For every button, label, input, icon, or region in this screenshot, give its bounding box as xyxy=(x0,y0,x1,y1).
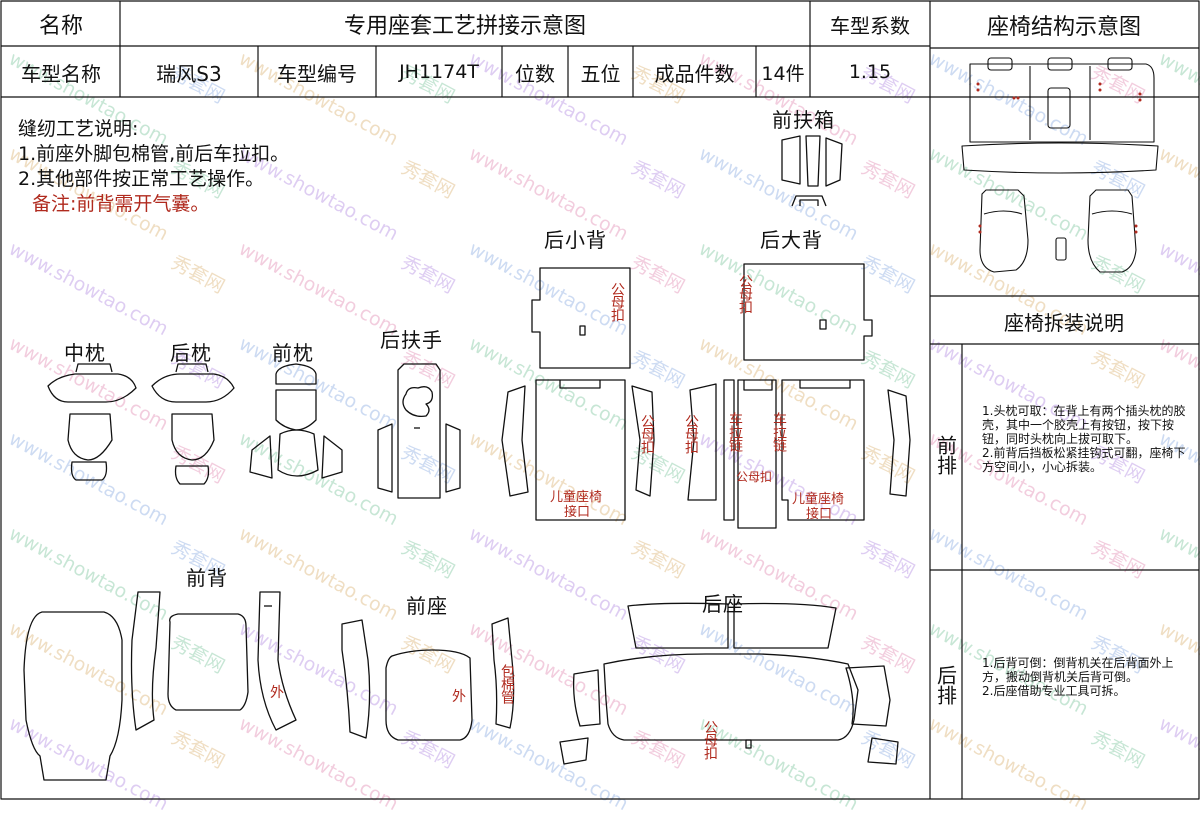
disassembly-title: 座椅拆装说明 xyxy=(930,298,1198,344)
structure-title: 座椅结构示意图 xyxy=(930,2,1198,48)
label-front-pillow: 前枕 xyxy=(272,337,314,366)
note-buckle-rear-seat: 公母扣 xyxy=(703,720,717,759)
coef-label: 车型系数 xyxy=(810,2,930,46)
front-back-pieces xyxy=(24,592,296,780)
note-child-seat-large-2: 接口 xyxy=(806,503,832,522)
pieces-value: 14件 xyxy=(756,47,810,97)
sewing-title: 缝纫工艺说明: xyxy=(18,114,138,141)
rear-small-back-pieces xyxy=(502,268,654,520)
label-front-armrest-box: 前扶箱 xyxy=(772,104,835,133)
front-pillow-pieces xyxy=(250,364,342,478)
note-zipper-left: 车拉链 xyxy=(728,412,742,451)
rear-armrest-pieces xyxy=(378,364,460,498)
label-rear-large-back: 后大背 xyxy=(760,224,823,253)
seat-structure-sketch xyxy=(962,58,1158,272)
note-zipper-right: 车拉链 xyxy=(772,412,786,451)
sewing-line-2: 2.其他部件按正常工艺操作。 xyxy=(18,164,264,191)
front-row-notes: 1.头枕可取：在背上有两个插头枕的胶壳，其中一个胶壳上有按钮，按下按钮，同时头枕… xyxy=(982,404,1186,474)
rear-row-label: 后排 xyxy=(930,650,962,720)
name-label: 名称 xyxy=(2,2,120,46)
note-buckle-large-back-side: 公母扣 xyxy=(684,414,698,453)
label-middle-pillow: 中枕 xyxy=(64,337,106,366)
note-child-seat-small-2: 接口 xyxy=(564,501,590,520)
sheet-title: 专用座套工艺拼接示意图 xyxy=(120,2,810,46)
model-name-value: 瑞风S3 xyxy=(120,47,258,97)
front-seat-pieces xyxy=(342,618,514,740)
note-buckle-rear-large: 公母扣 xyxy=(738,274,752,313)
rear-pillow-pieces xyxy=(152,364,234,484)
model-code-label: 车型编号 xyxy=(258,47,376,97)
sewing-remark: 备注:前背需开气囊。 xyxy=(32,189,209,216)
rear-row-notes: 1.后背可倒：倒背机关在后背面外上方，搬动倒背机关后背可倒。 2.后座借助专业工… xyxy=(982,656,1186,698)
label-front-seat: 前座 xyxy=(406,590,448,619)
rear-seat-pieces xyxy=(560,603,898,764)
model-code-value: JH1174T xyxy=(376,47,502,97)
coef-value: 1.15 xyxy=(810,47,930,97)
seats-value: 五位 xyxy=(568,47,633,97)
note-cotton-pipe: 包棉管 xyxy=(500,664,514,703)
pieces-label: 成品件数 xyxy=(633,47,756,97)
label-rear-small-back: 后小背 xyxy=(544,224,607,253)
label-rear-pillow: 后枕 xyxy=(170,337,212,366)
note-buckle-small-back-side: 公母扣 xyxy=(640,414,654,453)
middle-pillow-pieces xyxy=(48,364,136,480)
label-rear-armrest: 后扶手 xyxy=(380,324,443,353)
sewing-line-1: 1.前座外脚包棉管,前后车拉扣。 xyxy=(18,139,289,166)
front-row-label: 前排 xyxy=(930,420,962,490)
note-outer-front-seat: 外 xyxy=(452,686,466,706)
label-front-back: 前背 xyxy=(186,562,228,591)
label-rear-seat: 后座 xyxy=(702,588,744,617)
note-buckle-rear-small: 公母扣 xyxy=(610,282,624,321)
model-name-label: 车型名称 xyxy=(2,47,120,97)
note-outer-front-back: 外 xyxy=(270,682,284,702)
seats-label: 位数 xyxy=(502,47,568,97)
note-buckle-horizontal: 公母扣 xyxy=(736,468,772,485)
front-armrest-box-pieces xyxy=(782,136,842,206)
